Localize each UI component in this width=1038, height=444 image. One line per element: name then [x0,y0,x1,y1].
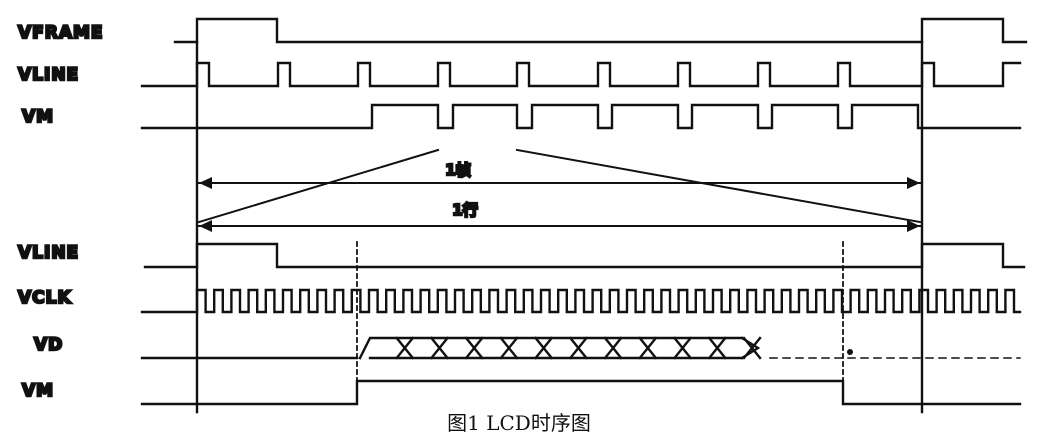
label-vclk: VCLK [18,288,72,308]
label-vline-top: VLINE [18,65,79,85]
zoom-line-left [197,148,440,224]
zoom-line-right [515,148,922,224]
line-arrowhead-right [907,220,920,232]
vd-transition [499,336,519,360]
frame-arrowhead-right [907,177,920,189]
vd-transition [568,336,589,360]
label-vline-bottom: VLINE [18,243,79,263]
label-vm-bottom: VM [22,381,54,401]
vframe-waveform [173,17,1028,44]
vd-transition [603,336,623,360]
line-span-label: 1行 [452,201,477,219]
vline-top-waveform [140,61,1022,88]
label-vd: VD [34,335,63,355]
vclk-waveform [140,288,1022,314]
vline-bottom-waveform [143,242,1026,269]
vd-transition [533,336,554,360]
vd-dot [847,349,853,355]
vd-transition [464,336,484,360]
figure-caption: 图1 LCD时序图 [447,411,591,435]
vd-transition [672,336,693,360]
frame-arrowhead-left [199,177,212,189]
vd-transition [429,336,450,360]
line-arrowhead-left [199,220,212,232]
vd-transition [707,336,727,360]
label-vframe: VFRAME [18,23,104,43]
vm-bottom-waveform [140,379,1022,406]
vd-transition [395,336,415,360]
vm-top-waveform [140,103,1022,130]
vd-bus-top-edge [358,336,744,360]
vd-bus-end [740,336,761,360]
frame-span-label: 1帧 [445,161,470,179]
vd-data-bus [358,336,762,360]
vd-transition [638,336,658,360]
label-vm-top: VM [22,107,54,127]
